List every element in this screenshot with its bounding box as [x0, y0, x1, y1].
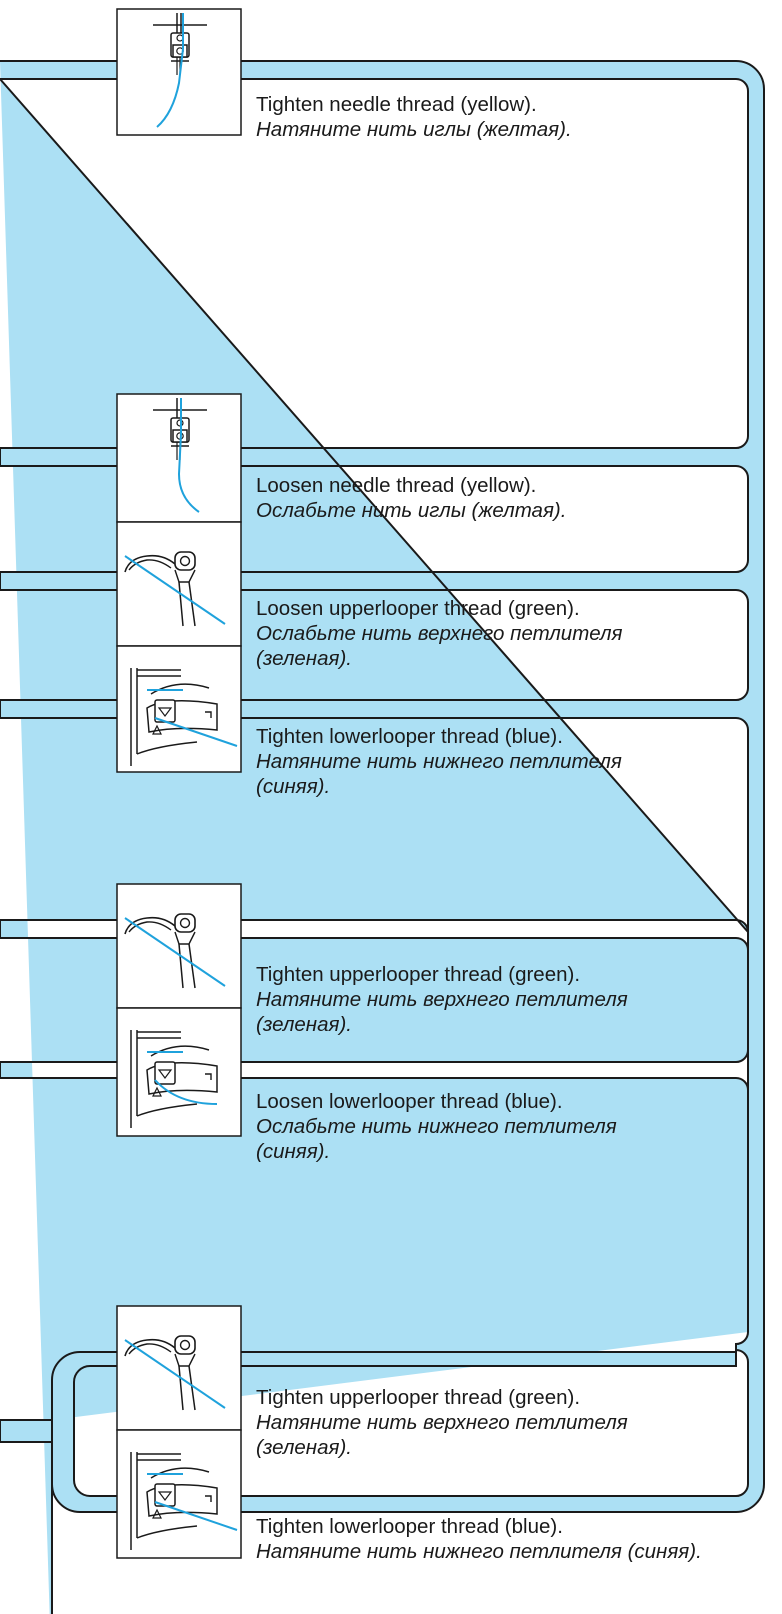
label-en: Tighten needle thread (yellow). — [256, 93, 537, 116]
thread-line — [154, 717, 238, 747]
label-en: Tighten upperlooper thread (green). — [256, 1386, 581, 1409]
step-label-7: Tighten upperlooper thread (green). Натя… — [256, 1385, 628, 1460]
conduit-main — [0, 60, 765, 1614]
step-label-8: Tighten lowerlooper thread (blue). Натян… — [256, 1514, 702, 1564]
illustration-step-5 — [116, 883, 242, 1009]
step-label-6: Loosen lowerlooper thread (blue). Ослабь… — [256, 1089, 617, 1164]
step-label-1: Tighten needle thread (yellow). Натяните… — [256, 92, 572, 142]
thread-line — [177, 398, 200, 513]
label-ru: Натяните нить иглы (желтая). — [256, 118, 572, 141]
label-ru-cont: (зеленая). — [256, 1013, 352, 1036]
illustration-step-2 — [116, 393, 242, 523]
label-ru: Натяните нить верхнего петлителя — [256, 988, 628, 1011]
thread-line — [154, 1501, 238, 1531]
illustration-step-6 — [116, 1007, 242, 1137]
step-label-3: Loosen upperlooper thread (green). Ослаб… — [256, 596, 623, 671]
illustration-step-1 — [116, 8, 242, 136]
label-ru: Натяните нить верхнего петлителя — [256, 1411, 628, 1434]
label-ru-cont: (зеленая). — [256, 1436, 352, 1459]
label-ru: Натяните нить нижнего петлителя — [256, 750, 622, 773]
illustration-step-7 — [116, 1305, 242, 1431]
step-label-2: Loosen needle thread (yellow). Ослабьте … — [256, 473, 566, 523]
label-ru: Ослабьте нить верхнего петлителя — [256, 622, 623, 645]
thread-line — [124, 1339, 226, 1409]
thread-line — [154, 1079, 218, 1105]
label-ru-cont: (синяя). — [256, 1140, 331, 1163]
thread-line — [124, 917, 226, 987]
label-en: Tighten lowerlooper thread (blue). — [256, 1515, 563, 1538]
label-en: Loosen upperlooper thread (green). — [256, 597, 580, 620]
label-en: Loosen lowerlooper thread (blue). — [256, 1090, 563, 1113]
label-en: Tighten upperlooper thread (green). — [256, 963, 581, 986]
conduit-lines — [0, 60, 765, 1614]
illustration-step-8 — [116, 1429, 242, 1559]
label-en: Loosen needle thread (yellow). — [256, 474, 537, 497]
thread-line — [124, 555, 226, 625]
step-label-4: Tighten lowerlooper thread (blue). Натян… — [256, 724, 622, 799]
illustration-step-3 — [116, 521, 242, 647]
label-ru: Натяните нить нижнего петлителя (синяя). — [256, 1540, 702, 1563]
thread-line — [156, 13, 184, 128]
illustration-step-4 — [116, 645, 242, 773]
label-ru: Ослабьте нить иглы (желтая). — [256, 499, 567, 522]
label-en: Tighten lowerlooper thread (blue). — [256, 725, 563, 748]
label-ru-cont: (синяя). — [256, 775, 331, 798]
label-ru-cont: (зеленая). — [256, 647, 352, 670]
step-label-5: Tighten upperlooper thread (green). Натя… — [256, 962, 628, 1037]
label-ru: Ослабьте нить нижнего петлителя — [256, 1115, 617, 1138]
